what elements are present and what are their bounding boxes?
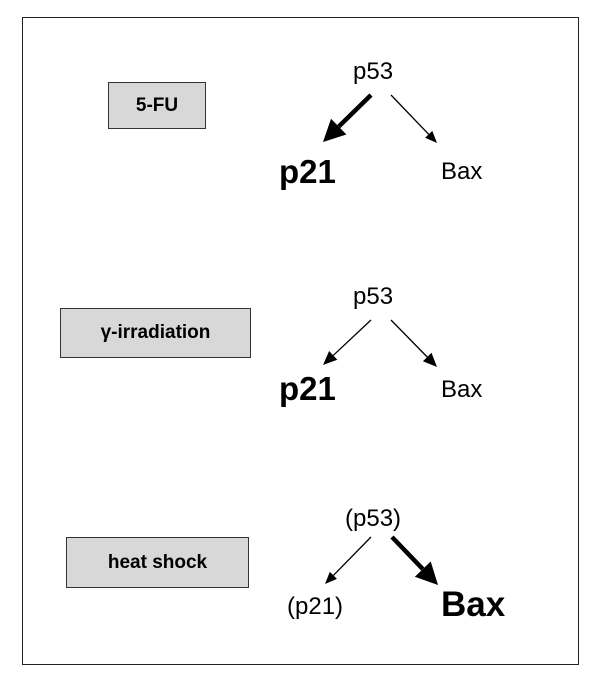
arrow-p53-to-bax-head	[414, 561, 438, 585]
arrow-p53-to-p21-shaft	[332, 536, 372, 576]
arrow-p53-to-bax-shaft	[390, 94, 430, 135]
arrow-p53-to-p21-head	[325, 571, 337, 584]
stimulus-label: heat shock	[107, 551, 208, 573]
arrow-p53-to-p21-head	[323, 118, 347, 142]
stimulus-box-heat-shock: heat shock	[66, 537, 249, 588]
p21-node: (p21)	[287, 593, 344, 620]
p53-node: (p53)	[345, 505, 402, 532]
arrow-p53-to-p21-shaft	[332, 319, 372, 356]
bax-node: Bax	[441, 376, 483, 403]
arrow-p53-to-bax-shaft	[390, 319, 428, 358]
diagram-frame	[22, 17, 579, 665]
arrow-p53-to-bax-shaft	[390, 535, 425, 571]
p53-node: p53	[353, 283, 394, 310]
arrow-p53-to-p21-head	[323, 351, 338, 365]
stimulus-label: γ-irradiation	[100, 322, 211, 343]
p21-node: p21	[279, 153, 336, 190]
stimulus-box-5fu: 5-FU	[108, 82, 206, 129]
bax-node: Bax	[441, 585, 506, 624]
bax-node: Bax	[441, 158, 483, 185]
stimulus-box-gamma-irradiation: γ-irradiation	[60, 308, 251, 358]
arrow-p53-to-bax-head	[422, 352, 437, 367]
arrow-p53-to-bax-head	[425, 130, 437, 143]
p53-node: p53	[353, 58, 394, 85]
stimulus-label: 5-FU	[135, 94, 179, 116]
p21-node: p21	[279, 370, 336, 407]
arrow-p53-to-p21-shaft	[337, 93, 373, 129]
